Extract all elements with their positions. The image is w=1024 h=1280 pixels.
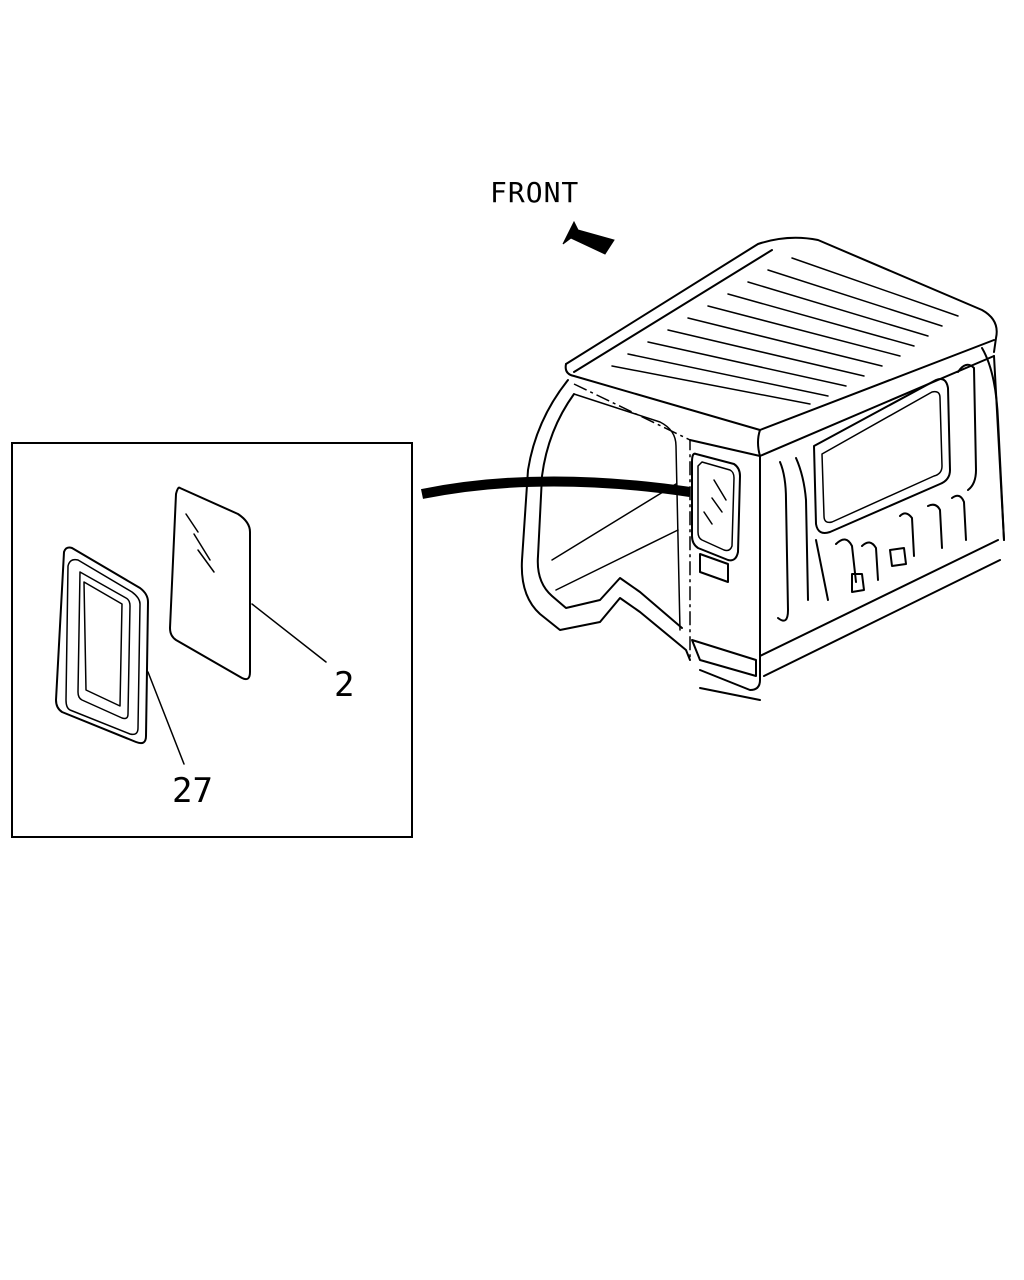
detail-inset bbox=[11, 442, 413, 838]
detail-box bbox=[11, 442, 413, 838]
quarter-glass-part bbox=[169, 486, 327, 681]
callout-27: 27 bbox=[172, 771, 213, 811]
front-label: FRONT bbox=[490, 176, 579, 209]
cab-body-illustration bbox=[520, 236, 1005, 701]
detail-leader-line bbox=[421, 476, 691, 499]
callout-2: 2 bbox=[334, 665, 354, 705]
front-arrow-icon bbox=[562, 220, 615, 255]
front-direction-indicator: FRONT bbox=[490, 176, 615, 255]
cab-quarter-window bbox=[691, 452, 741, 583]
rear-side-window bbox=[813, 378, 951, 534]
roof-ribs bbox=[611, 257, 959, 405]
weatherstrip-seal-part bbox=[55, 546, 185, 765]
